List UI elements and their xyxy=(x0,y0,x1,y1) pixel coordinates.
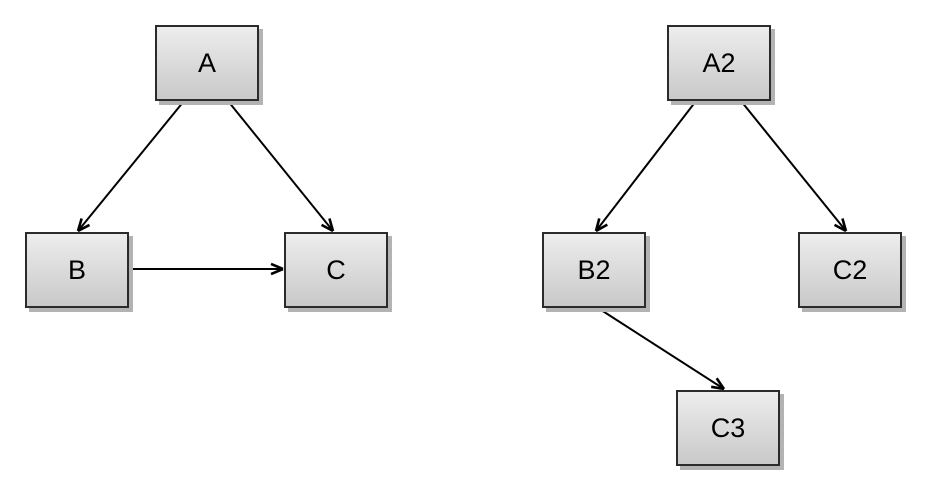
node-c[interactable]: C xyxy=(284,232,388,308)
arrowhead-barb xyxy=(77,223,91,233)
node-a[interactable]: A xyxy=(155,25,259,101)
edge-a2-b2 xyxy=(594,100,697,233)
edge-a-c xyxy=(227,100,335,233)
arrowhead-barb xyxy=(320,223,334,233)
arrowhead-barb xyxy=(270,262,284,271)
node-label-a: A xyxy=(197,47,216,78)
node-b[interactable]: B xyxy=(25,232,129,308)
edge-a-b xyxy=(76,100,185,233)
node-label-c: C xyxy=(326,254,346,285)
arrowhead-barb xyxy=(76,218,83,232)
edge-a2-c2 xyxy=(740,100,848,233)
edge-b2-c3 xyxy=(597,307,726,391)
arrowhead-barb xyxy=(270,267,284,276)
node-label-c3: C3 xyxy=(710,412,746,443)
node-c3[interactable]: C3 xyxy=(676,390,780,466)
node-label-a2: A2 xyxy=(702,47,736,78)
arrowhead-barb xyxy=(715,377,726,390)
arrowhead-barb xyxy=(710,385,725,391)
edge-b-c xyxy=(130,262,284,276)
arrowhead-barb xyxy=(841,218,848,232)
node-label-b: B xyxy=(67,254,86,285)
node-b2[interactable]: B2 xyxy=(542,232,646,308)
node-c2[interactable]: C2 xyxy=(798,232,902,308)
arrowhead-barb xyxy=(833,223,847,233)
node-label-b2: B2 xyxy=(577,254,611,285)
arrowhead-barb xyxy=(595,223,608,233)
arrowhead-barb xyxy=(594,218,601,232)
arrowhead-barb xyxy=(328,218,335,232)
node-label-c2: C2 xyxy=(832,254,868,285)
node-a2[interactable]: A2 xyxy=(667,25,771,101)
